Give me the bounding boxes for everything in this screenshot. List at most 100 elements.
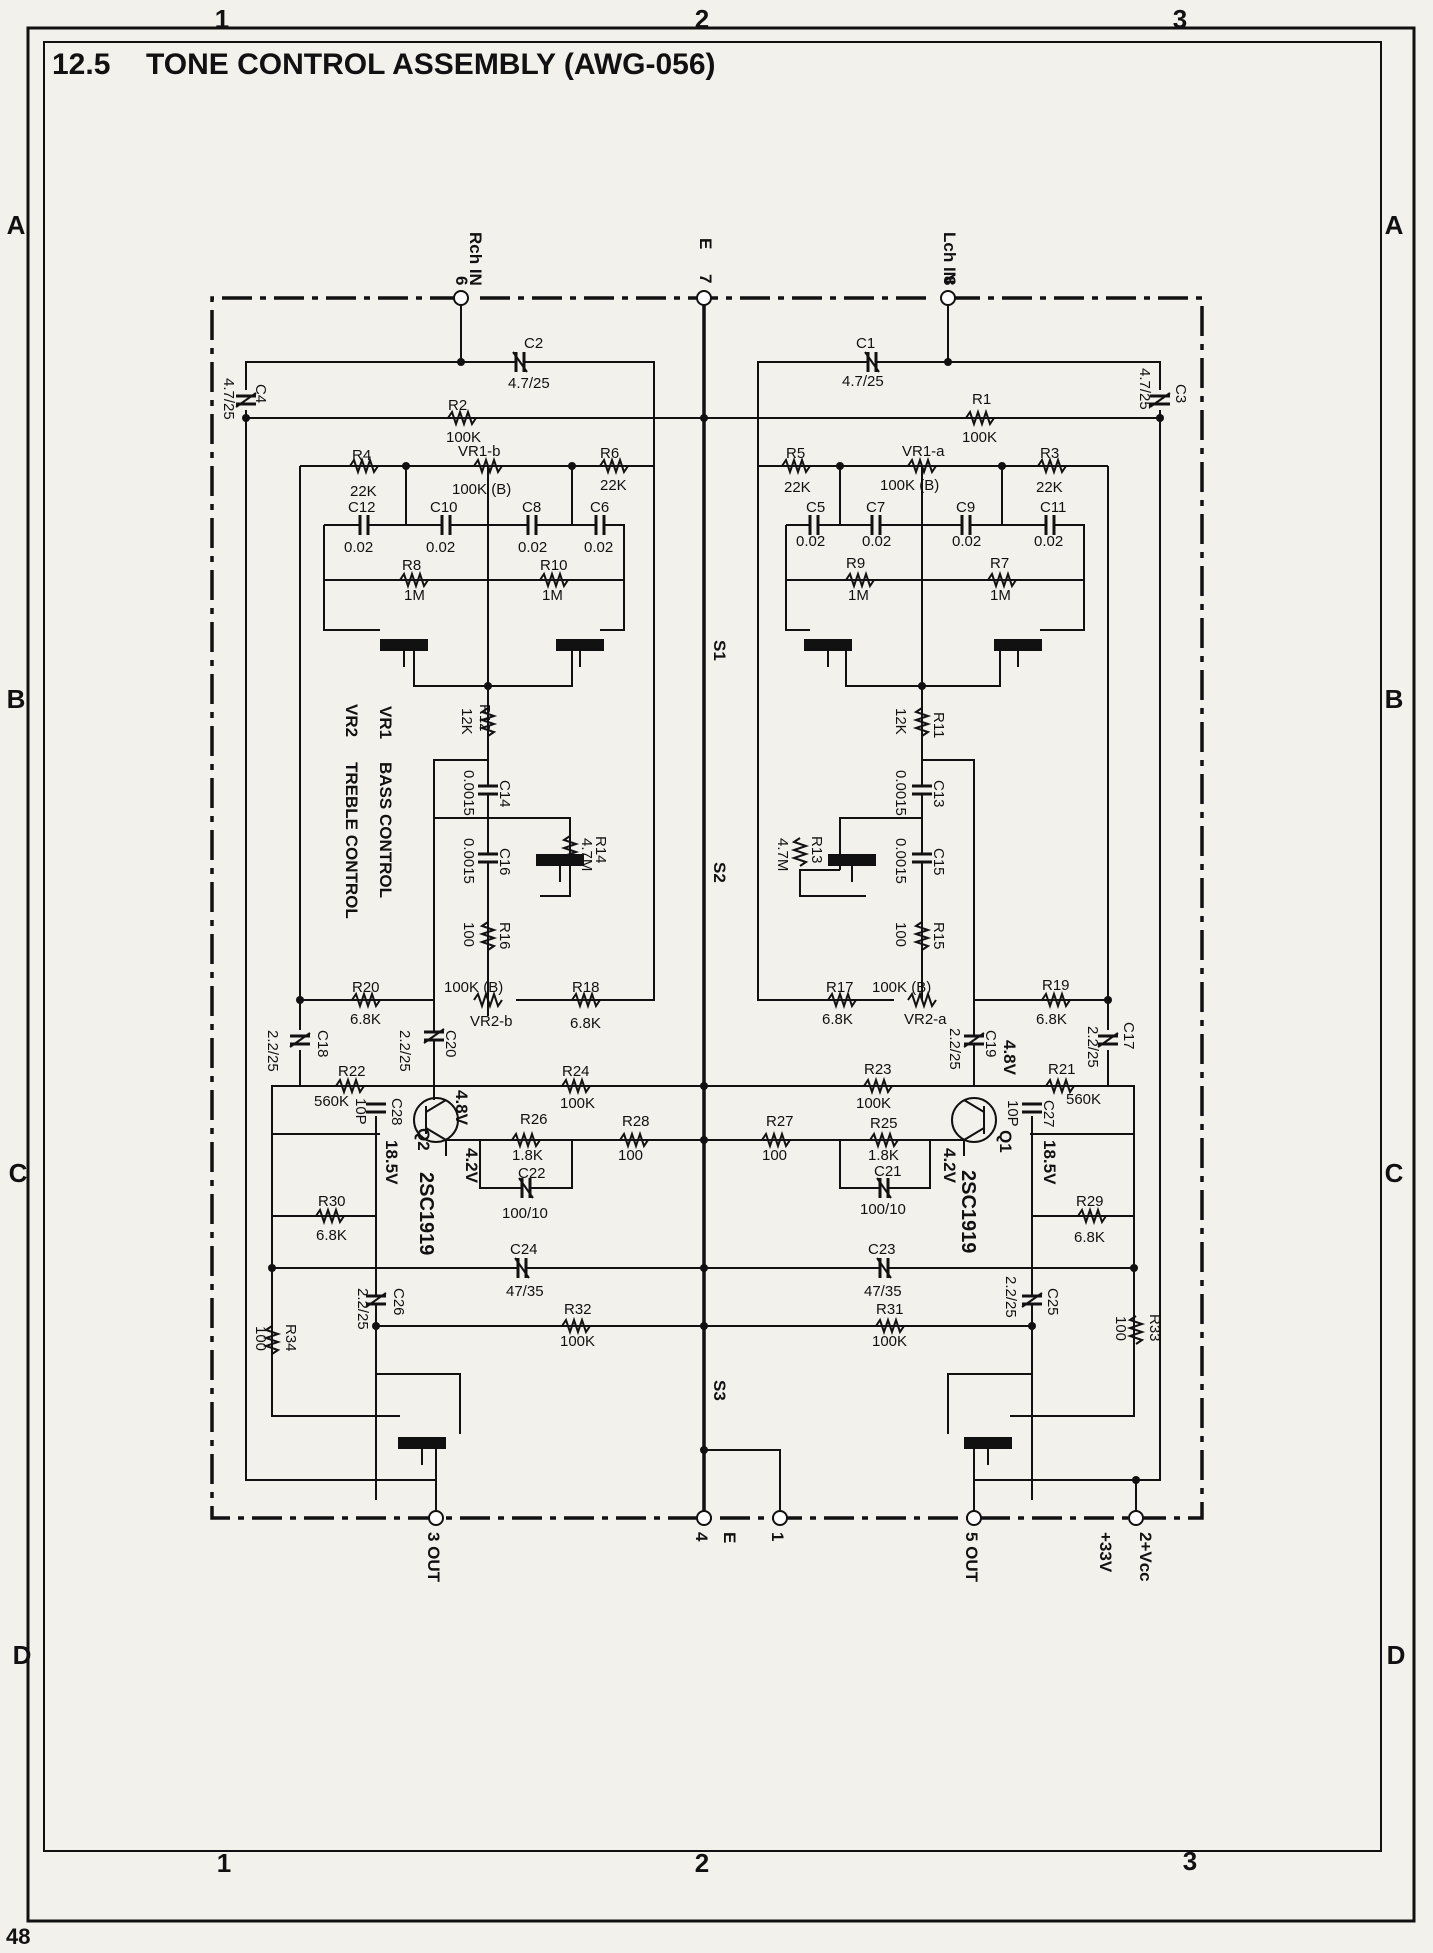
switch-s1-right-a[interactable]: [379, 638, 429, 668]
c13-value: 0.0015: [892, 770, 909, 816]
r18-value: 6.8K: [570, 1015, 601, 1032]
grid-col-2-top: 2: [695, 4, 709, 34]
r28-label: R28: [622, 1113, 650, 1130]
grid-row-c-right: C: [1385, 1158, 1404, 1188]
r6-value: 22K: [600, 477, 627, 494]
r25-value: 1.8K: [868, 1147, 899, 1164]
c18-value: 2.2/25: [264, 1030, 281, 1072]
r16-label: R16: [496, 922, 513, 950]
terminal-e-top[interactable]: [696, 290, 712, 306]
junction-dots: [242, 358, 1164, 1484]
cap-c19: [962, 1031, 986, 1049]
switch-s1-left-a[interactable]: [803, 638, 853, 668]
grid-col-1-bottom: 1: [217, 1848, 231, 1878]
c26-label: C26: [390, 1288, 407, 1316]
rch-in-num: 6: [452, 276, 471, 285]
grid-col-3-top: 3: [1173, 4, 1187, 34]
r31-value: 100K: [872, 1333, 907, 1350]
c15-label: C15: [930, 848, 947, 876]
r26-value: 1.8K: [512, 1147, 543, 1164]
q1-ve: 4.2V: [940, 1148, 959, 1184]
c12-value: 0.02: [344, 539, 373, 556]
r11-label: R11: [930, 712, 947, 738]
grid-row-a-left: A: [7, 210, 26, 240]
out3-label: 3 OUT: [424, 1532, 443, 1583]
switch-s3-right[interactable]: [397, 1436, 447, 1466]
c15-value: 0.0015: [892, 838, 909, 884]
cap-c11: [1043, 513, 1057, 537]
terminal-1[interactable]: [772, 1510, 788, 1526]
r33-label: R33: [1146, 1314, 1163, 1342]
q2-type: 2SC1919: [415, 1172, 437, 1255]
r14-label: R14: [592, 836, 609, 864]
r30-label: R30: [318, 1193, 346, 1210]
r20-label: R20: [352, 979, 380, 996]
r1-value: 100K: [962, 429, 997, 446]
c13-label: C13: [930, 780, 947, 808]
switch-s2-left[interactable]: [827, 853, 877, 883]
c12-label: C12: [348, 499, 376, 516]
c2-value: 4.7/25: [508, 375, 550, 392]
grid-row-c-left: C: [9, 1158, 28, 1188]
c14-value: 0.0015: [460, 770, 477, 816]
c24-label: C24: [510, 1241, 538, 1258]
cap-c8: [525, 513, 539, 537]
cap-c12: [357, 513, 371, 537]
c9-label: C9: [956, 499, 975, 516]
cap-c14: [476, 783, 500, 797]
r5-value: 22K: [784, 479, 811, 496]
switch-s3-left[interactable]: [963, 1436, 1013, 1466]
c1-value: 4.7/25: [842, 373, 884, 390]
c5-value: 0.02: [796, 533, 825, 550]
terminal-rch-in[interactable]: [453, 290, 469, 306]
c11-value: 0.02: [1034, 533, 1063, 550]
c20-value: 2.2/25: [396, 1030, 413, 1072]
grid-col-3-bottom: 3: [1183, 1846, 1197, 1876]
r4-label: R4: [352, 447, 371, 464]
cap-c23: [875, 1256, 893, 1280]
terminal-5-out[interactable]: [966, 1510, 982, 1526]
c23-label: C23: [868, 1241, 896, 1258]
switch-s1-left-b[interactable]: [993, 638, 1043, 668]
c28-value: 10P: [352, 1098, 369, 1125]
rch-in-label: Rch IN: [466, 232, 485, 286]
terminal-lch-in[interactable]: [940, 290, 956, 306]
r33-value: 100: [1112, 1316, 1129, 1341]
cap-c21: [875, 1176, 893, 1200]
terminal-3-out[interactable]: [428, 1510, 444, 1526]
c1-label: C1: [856, 335, 875, 352]
cap-c18: [288, 1031, 312, 1049]
vr1b-label: VR1-b: [458, 443, 501, 460]
terminal-e-bottom[interactable]: [696, 1510, 712, 1526]
r29-label: R29: [1076, 1193, 1104, 1210]
r22-label: R22: [338, 1063, 366, 1080]
c16-label: C16: [496, 848, 513, 876]
switch-s2-right[interactable]: [535, 853, 585, 883]
grid-row-a-right: A: [1385, 210, 1404, 240]
switch-s2-label: S2: [710, 862, 729, 883]
r12-label: R12: [476, 704, 493, 732]
r3-label: R3: [1040, 445, 1059, 462]
cap-c5: [807, 513, 821, 537]
vr2b-value: 100K (B): [444, 979, 503, 996]
c8-value: 0.02: [518, 539, 547, 556]
r24-value: 100K: [560, 1095, 595, 1112]
r16-value: 100: [460, 922, 477, 947]
r7-value: 1M: [990, 587, 1011, 604]
r8-label: R8: [402, 557, 421, 574]
r23-value: 100K: [856, 1095, 891, 1112]
c25-label: C25: [1044, 1288, 1061, 1316]
legend-vr1: VR1: [376, 706, 395, 739]
q1-label: Q1: [996, 1130, 1015, 1153]
switch-s1-right-b[interactable]: [555, 638, 605, 668]
inner-border: [43, 41, 1382, 1852]
c27-value: 10P: [1004, 1100, 1021, 1127]
vr1a-value: 100K (B): [880, 477, 939, 494]
cap-c15: [910, 851, 934, 865]
cap-c27: [1020, 1101, 1044, 1115]
legend-vr2-desc: TREBLE CONTROL: [342, 762, 361, 919]
q1-vb: 4.8V: [1000, 1040, 1019, 1076]
r32-value: 100K: [560, 1333, 595, 1350]
r27-value: 100: [762, 1147, 787, 1164]
terminal-vcc[interactable]: [1128, 1510, 1144, 1526]
